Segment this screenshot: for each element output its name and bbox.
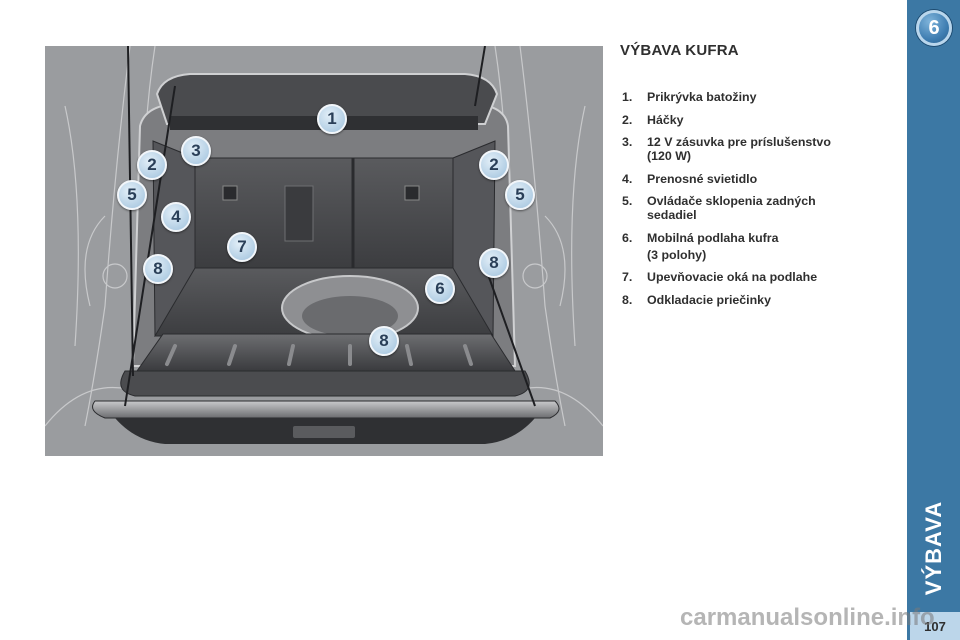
callout-3: 3	[181, 136, 211, 166]
watermark: carmanualsonline.info	[680, 604, 935, 631]
item-text-line1: Prikrývka batožiny	[647, 90, 757, 104]
item-text-line2: (120 W)	[647, 149, 692, 163]
item-number: 5.	[622, 194, 633, 208]
trunk-illustration: 1 2 3 5 4 7 8 2 5 8 6 8	[45, 46, 603, 456]
list-item: 3. 12 V zásuvka pre príslušenstvo(120 W)	[622, 135, 892, 163]
callout-label: 3	[191, 141, 201, 160]
callout-label: 6	[435, 279, 445, 298]
item-text-line1: 12 V zásuvka pre príslušenstvo	[647, 135, 831, 149]
chapter-title-vertical: VÝBAVA	[921, 500, 946, 596]
callout-6: 6	[425, 274, 455, 304]
item-text-line2: (3 polohy)	[647, 247, 707, 262]
item-number: 8.	[622, 292, 633, 307]
item-text: 12 V zásuvka pre príslušenstvo(120 W)	[647, 135, 892, 163]
list-item: 2. Háčky	[622, 113, 892, 127]
list-item: 4. Prenosné svietidlo	[622, 172, 892, 186]
item-text-line1: Háčky	[647, 112, 684, 127]
callout-label: 2	[489, 155, 499, 174]
item-number: 7.	[622, 270, 633, 284]
item-number: 4.	[622, 171, 633, 186]
callout-label: 8	[489, 253, 499, 272]
callout-label: 8	[379, 331, 389, 350]
callout-label: 1	[327, 109, 337, 128]
callout-label: 5	[515, 185, 525, 204]
callout-label: 8	[153, 259, 163, 278]
trunk-drawing	[45, 46, 603, 444]
item-text: Mobilná podlaha kufra (3 polohy)	[647, 231, 892, 262]
item-text: Prenosné svietidlo	[647, 172, 892, 186]
list-item: 8. Odkladacie priečinky	[622, 293, 892, 307]
callout-label: 2	[147, 155, 157, 174]
callout-8-left: 8	[143, 254, 173, 284]
page-number: 107	[924, 618, 946, 634]
item-text-line2: sedadiel	[647, 208, 697, 222]
item-text-line1: Upevňovacie oká na podlahe	[647, 270, 818, 284]
item-text-line1: Mobilná podlaha kufra	[647, 230, 779, 245]
callout-label: 5	[127, 185, 137, 204]
item-text: Háčky	[647, 113, 892, 127]
item-number: 3.	[622, 135, 633, 149]
page-number-box: 107	[910, 612, 960, 640]
list-item: 6. Mobilná podlaha kufra (3 polohy)	[622, 231, 892, 262]
item-number: 6.	[622, 230, 633, 245]
callout-4: 4	[161, 202, 191, 232]
callout-2-right: 2	[479, 150, 509, 180]
callout-2-left: 2	[137, 150, 167, 180]
section-title: VÝBAVA KUFRA	[620, 42, 739, 59]
callout-label: 7	[237, 237, 247, 256]
item-number: 1.	[622, 90, 633, 104]
callout-5-left: 5	[117, 180, 147, 210]
list-item: 7. Upevňovacie oká na podlahe	[622, 270, 892, 284]
callout-8-right: 8	[479, 248, 509, 278]
item-text: Upevňovacie oká na podlahe	[647, 270, 892, 284]
item-text: Prikrývka batožiny	[647, 90, 892, 104]
list-item: 1. Prikrývka batožiny	[622, 90, 892, 104]
item-text-line1: Prenosné svietidlo	[647, 171, 758, 186]
callout-5-right: 5	[505, 180, 535, 210]
item-text-line1: Ovládače sklopenia zadných	[647, 194, 816, 208]
chapter-number-badge: 6	[916, 10, 952, 46]
callout-label: 4	[171, 207, 181, 226]
item-text-line1: Odkladacie priečinky	[647, 292, 771, 307]
equipment-list: 1. Prikrývka batožiny 2. Háčky 3. 12 V z…	[622, 90, 892, 315]
callout-7: 7	[227, 232, 257, 262]
chapter-side-band	[907, 0, 960, 640]
callout-8-center: 8	[369, 326, 399, 356]
item-number: 2.	[622, 112, 633, 127]
chapter-number: 6	[928, 16, 940, 39]
item-text: Odkladacie priečinky	[647, 293, 892, 307]
callout-1: 1	[317, 104, 347, 134]
